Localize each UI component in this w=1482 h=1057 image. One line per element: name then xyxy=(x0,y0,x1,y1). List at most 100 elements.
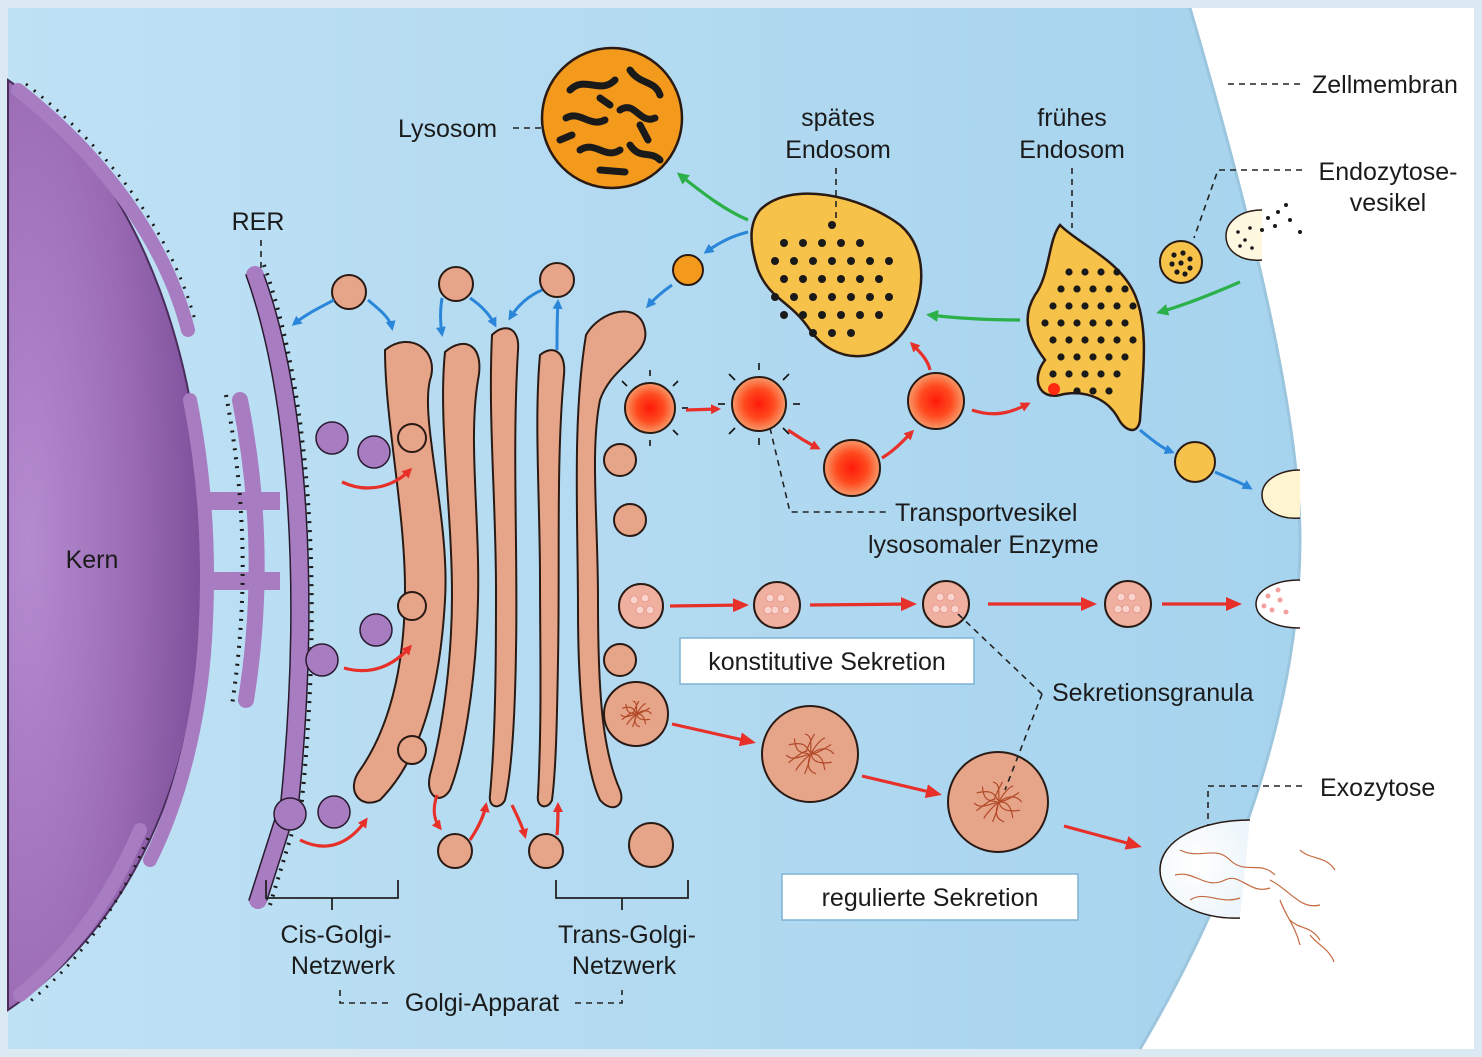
endosome-particle xyxy=(1113,336,1120,343)
endosome-particle xyxy=(1073,387,1080,394)
endosome-particle xyxy=(1105,285,1112,292)
er-vesicle xyxy=(318,796,350,828)
endosome-particle xyxy=(1065,336,1072,343)
golgi-vesicle xyxy=(438,834,472,868)
endosome-particle xyxy=(856,275,864,283)
label-regulierte: regulierte Sekretion xyxy=(822,884,1039,912)
endosome-particle xyxy=(1097,336,1104,343)
endosome-particle xyxy=(780,275,788,283)
label-kern: Kern xyxy=(66,546,119,574)
endosome-particle xyxy=(1113,370,1120,377)
endosome-particle xyxy=(818,239,826,247)
endosome-particle xyxy=(866,257,874,265)
label-fruehes-1: frühes xyxy=(1037,104,1106,132)
label-exozytose: Exozytose xyxy=(1320,774,1435,802)
endosome-particle xyxy=(799,275,807,283)
endosome-particle xyxy=(1081,268,1088,275)
endosome-particle xyxy=(1049,302,1056,309)
endosome-particle xyxy=(1081,370,1088,377)
endosome-particle xyxy=(1081,302,1088,309)
label-trans-golgi-2: Netzwerk xyxy=(572,952,677,980)
golgi-vesicle xyxy=(540,263,574,297)
endosome-particle xyxy=(1089,319,1096,326)
endosome-particle xyxy=(1105,319,1112,326)
label-endozytose-2: vesikel xyxy=(1350,189,1426,217)
endosome-particle xyxy=(847,257,855,265)
endosome-particle xyxy=(1089,353,1096,360)
label-trans-golgi-1: Trans-Golgi- xyxy=(558,921,696,949)
endosome-particle xyxy=(1081,336,1088,343)
endosome-particle xyxy=(1057,319,1064,326)
endosome-vesicle xyxy=(673,255,703,285)
endosome-particle xyxy=(1097,370,1104,377)
endosome-particle xyxy=(818,275,826,283)
endosome-particle xyxy=(1073,319,1080,326)
endosome-particle xyxy=(837,239,845,247)
endosome-particle xyxy=(875,311,883,319)
endosome-particle xyxy=(1121,353,1128,360)
endosome-particle xyxy=(856,239,864,247)
endosome-particle xyxy=(771,257,779,265)
endosome-particle xyxy=(809,293,817,301)
label-fruehes-2: Endosom xyxy=(1019,136,1125,164)
endosome-particle xyxy=(799,239,807,247)
endosome-particle xyxy=(790,257,798,265)
golgi-vesicle xyxy=(529,834,563,868)
endosome-particle xyxy=(856,311,864,319)
endosome-particle xyxy=(1073,285,1080,292)
endosome-particle xyxy=(1049,336,1056,343)
er-vesicle xyxy=(358,436,390,468)
endosome-particle xyxy=(1097,302,1104,309)
label-lysosom: Lysosom xyxy=(398,115,497,143)
endosome-particle xyxy=(1121,319,1128,326)
endosome-particle xyxy=(1073,353,1080,360)
endosome-particle xyxy=(1121,285,1128,292)
label-cis-golgi-1: Cis-Golgi- xyxy=(280,921,391,949)
endosome-particle xyxy=(1089,387,1096,394)
label-spaetes-2: Endosom xyxy=(785,136,891,164)
endosome-particle xyxy=(828,257,836,265)
golgi-vesicle xyxy=(332,275,366,309)
endosome-particle xyxy=(866,293,874,301)
endosome-particle xyxy=(1065,268,1072,275)
endosome-particle xyxy=(847,293,855,301)
endosome-particle xyxy=(780,311,788,319)
endosome-particle xyxy=(1105,353,1112,360)
endosome-particle xyxy=(790,293,798,301)
label-zellmembran: Zellmembran xyxy=(1312,71,1458,99)
endosome-particle xyxy=(1057,285,1064,292)
recycling-vesicle xyxy=(1175,442,1215,482)
label-cis-golgi-2: Netzwerk xyxy=(291,952,396,980)
endosome-particle xyxy=(828,221,836,229)
label-transportvesikel-1: Transportvesikel xyxy=(895,499,1077,527)
label-golgi-apparat: Golgi-Apparat xyxy=(405,989,559,1017)
endosome-particle xyxy=(1129,302,1136,309)
endosome-particle xyxy=(771,293,779,301)
lysosome xyxy=(542,48,682,188)
endosome-particle xyxy=(1129,336,1136,343)
endosome-particle xyxy=(1041,319,1048,326)
endosome-particle xyxy=(837,311,845,319)
endosome-particle xyxy=(780,239,788,247)
endosome-particle xyxy=(1057,353,1064,360)
label-rer: RER xyxy=(232,208,285,236)
label-spaetes-1: spätes xyxy=(801,104,875,132)
er-vesicle xyxy=(360,614,392,646)
golgi-vesicle xyxy=(439,267,473,301)
endosome-particle xyxy=(809,329,817,337)
label-konstitutive: konstitutive Sekretion xyxy=(708,648,946,676)
endosome-particle xyxy=(1113,302,1120,309)
endosome-particle xyxy=(837,275,845,283)
endosome-particle xyxy=(1113,268,1120,275)
endosome-particle xyxy=(1097,268,1104,275)
endosome-particle xyxy=(847,329,855,337)
endosome-particle xyxy=(809,257,817,265)
label-endozytose-1: Endozytose- xyxy=(1319,158,1458,186)
label-sekretionsgranula: Sekretionsgranula xyxy=(1052,679,1254,707)
label-transportvesikel-2: lysosomaler Enzyme xyxy=(868,531,1099,559)
endosome-particle xyxy=(799,311,807,319)
endosome-particle xyxy=(885,293,893,301)
endosome-particle xyxy=(1105,387,1112,394)
